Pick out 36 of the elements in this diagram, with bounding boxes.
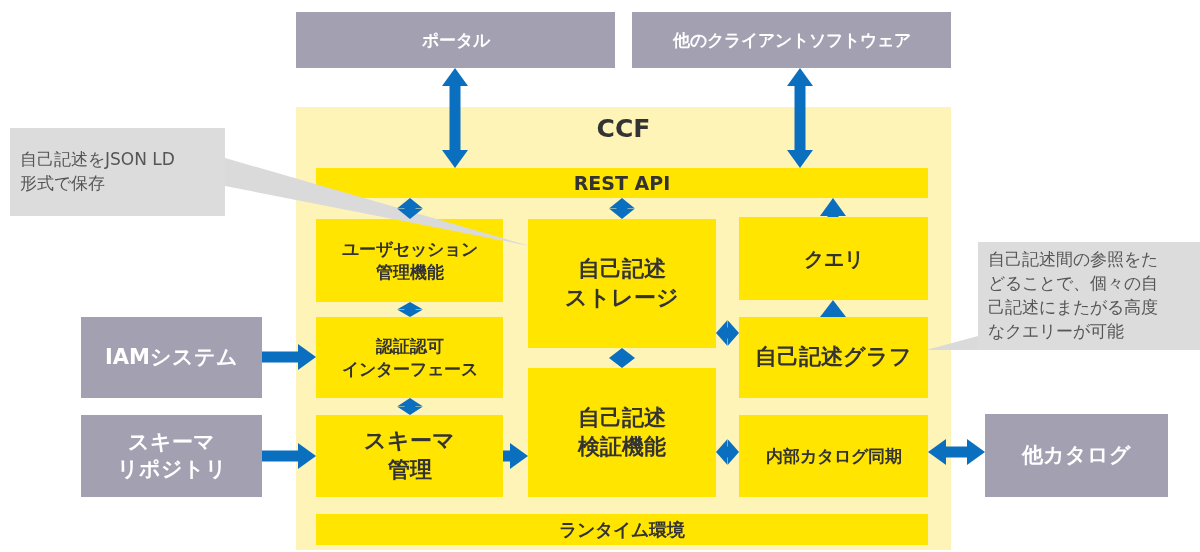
component-box: ユーザセッション管理機能 — [316, 219, 503, 302]
arrow — [820, 198, 846, 217]
external-system-box: ポータル — [296, 12, 615, 68]
arrow — [928, 439, 985, 465]
component-box: 自己記述グラフ — [739, 317, 928, 398]
component-box: REST API — [316, 168, 928, 198]
platform-frame — [296, 107, 951, 550]
external-system-box: 他のクライアントソフトウェア — [632, 12, 951, 68]
component-box: 認証認可インターフェース — [316, 317, 503, 398]
arrow — [820, 300, 846, 317]
component-box: スキーマ管理 — [316, 415, 503, 497]
arrow — [442, 68, 468, 168]
platform-title: CCF — [595, 113, 652, 145]
arrow — [397, 398, 423, 415]
arrow — [397, 302, 423, 317]
leader-line — [926, 336, 978, 350]
component-box: 内部カタログ同期 — [739, 415, 928, 497]
component-box: クエリ — [739, 217, 928, 300]
arrow — [716, 320, 739, 346]
callout-box: 自己記述をJSON LD形式で保存 — [10, 128, 225, 216]
arrow — [503, 443, 528, 469]
arrow — [609, 198, 635, 219]
component-box: ランタイム環境 — [316, 514, 928, 545]
external-system-box: 他カタログ — [985, 414, 1168, 497]
callout-box: 自己記述間の参照をたどることで、個々の自己記述にまたがる高度なクエリーが可能 — [978, 242, 1200, 350]
arrow — [262, 344, 316, 370]
arrow — [262, 443, 316, 469]
arrow — [716, 439, 739, 465]
external-system-box: スキーマリポジトリ — [81, 415, 262, 497]
component-box: 自己記述検証機能 — [528, 368, 716, 497]
arrow — [787, 68, 813, 168]
arrow — [609, 348, 635, 368]
arrow — [397, 198, 423, 219]
leader-line — [225, 158, 530, 246]
component-box: 自己記述ストレージ — [528, 219, 716, 348]
external-system-box: IAMシステム — [81, 317, 262, 398]
